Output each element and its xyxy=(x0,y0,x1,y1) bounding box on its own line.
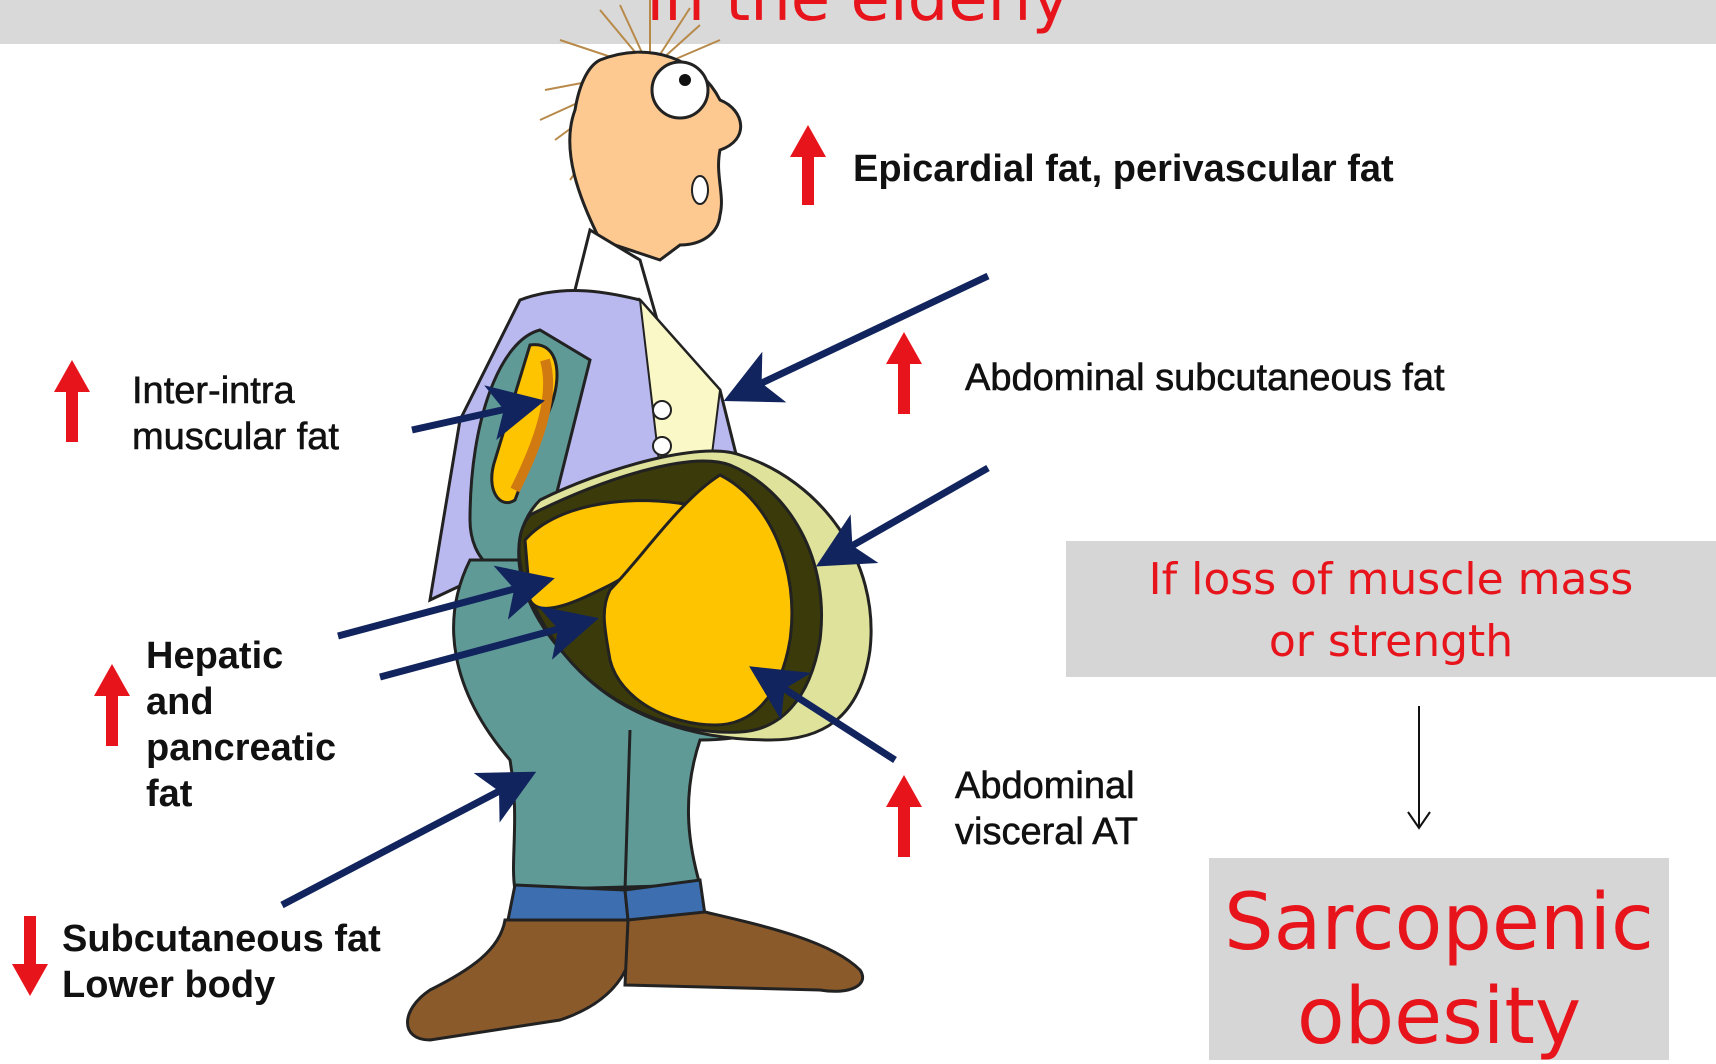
pointer-abdominal-subcutaneous-lower xyxy=(822,468,988,563)
label-hepatic-line2: and xyxy=(146,679,336,725)
label-epicardial-text: Epicardial fat, perivascular fat xyxy=(853,148,1394,190)
trend-up-arrow-visceral xyxy=(886,775,922,857)
label-subcutaneous-lower-body: Subcutaneous fat Lower body xyxy=(62,916,381,1008)
pointer-abdominal-subcutaneous-upper xyxy=(730,276,988,398)
label-hepatic-line1: Hepatic xyxy=(146,633,336,679)
label-inter-intra-muscular-fat: Inter-intra muscular fat xyxy=(132,368,339,460)
label-subcutaneous-line1: Subcutaneous fat xyxy=(62,916,381,962)
condition-callout: If loss of muscle mass or strength xyxy=(1066,541,1716,677)
label-visceral-line1: Abdominal xyxy=(955,763,1138,809)
trend-up-arrow-hepatic xyxy=(94,664,130,746)
trend-up-arrow-epicardial xyxy=(790,125,826,205)
result-callout: Sarcopenic obesity xyxy=(1209,858,1669,1060)
result-line1: Sarcopenic xyxy=(1209,876,1669,970)
right-shoe xyxy=(625,912,863,991)
label-hepatic-line4: fat xyxy=(146,771,336,817)
trend-down-arrow-lower-body xyxy=(12,916,48,996)
label-hepatic-line3: pancreatic xyxy=(146,725,336,771)
label-abdominal-subcutaneous-text: Abdominal subcutaneous fat xyxy=(965,357,1445,399)
trend-up-arrow-inter-intra xyxy=(54,360,90,442)
condition-line2: or strength xyxy=(1066,611,1716,673)
label-epicardial-fat: Epicardial fat, perivascular fat xyxy=(853,146,1394,192)
callout-connector-arrow xyxy=(1408,706,1430,828)
label-subcutaneous-line2: Lower body xyxy=(62,962,381,1008)
left-shoe xyxy=(408,920,633,1040)
result-line2: obesity xyxy=(1209,970,1669,1064)
condition-line1: If loss of muscle mass xyxy=(1066,549,1716,611)
label-visceral-line2: visceral AT xyxy=(955,809,1138,855)
trend-up-arrow-abdominal-subcutaneous xyxy=(886,332,922,414)
label-abdominal-visceral-at: Abdominal visceral AT xyxy=(955,763,1138,855)
label-inter-intra-line1: Inter-intra xyxy=(132,368,339,414)
label-hepatic-pancreatic-fat: Hepatic and pancreatic fat xyxy=(146,633,336,817)
label-inter-intra-line2: muscular fat xyxy=(132,414,339,460)
label-abdominal-subcutaneous-fat: Abdominal subcutaneous fat xyxy=(965,355,1445,401)
